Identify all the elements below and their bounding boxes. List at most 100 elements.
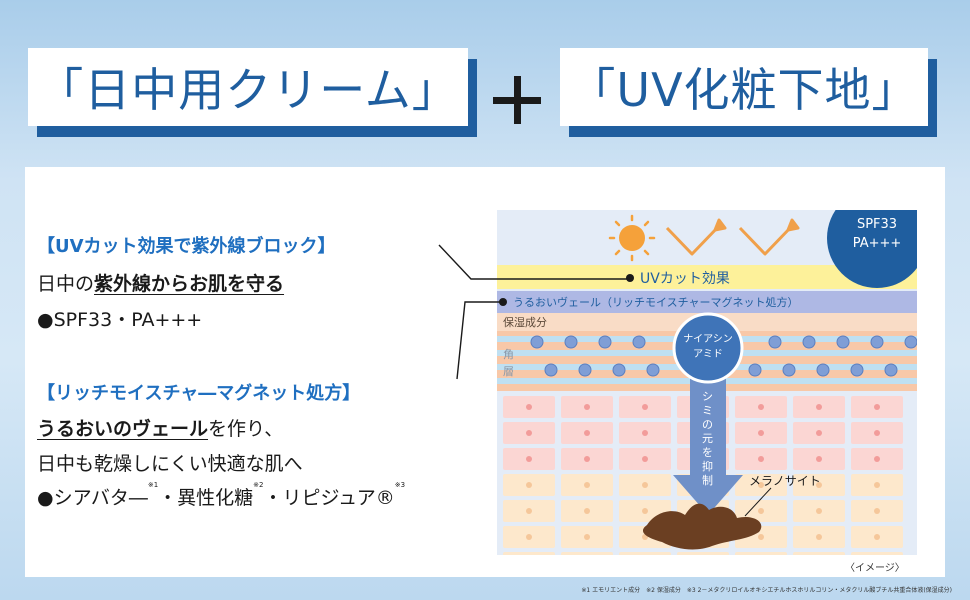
moisture-dot [768, 335, 782, 349]
moisture-dot [884, 363, 898, 377]
melano-pointer [744, 487, 772, 517]
note-mark-1: ※1 [147, 481, 159, 489]
moisture-dot [530, 335, 544, 349]
image-note: 〈イメージ〉 [845, 563, 905, 574]
ingredient-shea: ●シアバタ― [37, 487, 148, 509]
skin-cell [735, 474, 787, 496]
sun-icon [608, 214, 656, 262]
skin-cell [793, 552, 845, 555]
content-panel: 【UVカット効果で紫外線ブロック】 日中の紫外線からお肌を守る ●SPF33・P… [25, 167, 945, 577]
skin-cell [793, 526, 845, 548]
moisture-dot [544, 363, 558, 377]
feature-moist-line1: うるおいのヴェールを作り、 [37, 414, 283, 441]
leader-lines [438, 244, 630, 380]
note-mark-2: ※2 [253, 481, 264, 489]
skin-cell [561, 396, 613, 418]
skin-cell [851, 526, 903, 548]
niacin-line1: ナイアシン [683, 333, 733, 345]
melanocyte-icon [642, 503, 762, 550]
skin-cell [851, 396, 903, 418]
skin-cell [851, 552, 903, 555]
niacinamide-arrow [673, 370, 743, 515]
skin-cell [561, 448, 613, 470]
moisture-dot [836, 335, 850, 349]
headline-daycream: 「日中用クリーム」 [28, 48, 468, 126]
skin-cell [561, 500, 613, 522]
skin-cell [503, 526, 555, 548]
skin-cell [503, 396, 555, 418]
horny-label-1: 角 [503, 348, 514, 361]
skin-cell [619, 422, 671, 444]
headline-uvbase-box: 「UV化粧下地」 [560, 48, 937, 137]
moisture-dot [748, 363, 762, 377]
skin-cell [735, 396, 787, 418]
veil-band [497, 291, 917, 313]
arrow-text: シミの元を抑制 [702, 390, 713, 487]
skin-cell [793, 396, 845, 418]
badge-spf: SPF33 [857, 217, 897, 232]
skin-cell [735, 500, 787, 522]
skin-cell [561, 552, 613, 555]
skin-cell [851, 448, 903, 470]
skin-cell [561, 526, 613, 548]
moisture-dot [632, 335, 646, 349]
skin-cell [793, 500, 845, 522]
skin-cell [503, 474, 555, 496]
moisture-dot [598, 335, 612, 349]
note-mark-3: ※3 [394, 481, 406, 489]
horny-label-2: 層 [503, 365, 514, 378]
moisture-dot [904, 335, 917, 349]
skin-cell [619, 396, 671, 418]
skin-cell [503, 422, 555, 444]
skin-cell [561, 422, 613, 444]
moisture-dots [530, 335, 917, 377]
feature-uv-line1: 日中の紫外線からお肌を守る [37, 269, 284, 296]
skin-cell [735, 448, 787, 470]
skin-cell [793, 448, 845, 470]
moisture-dot [612, 363, 626, 377]
niacinamide-circle [672, 312, 744, 384]
niacin-line2: アミド [693, 349, 723, 360]
skin-cell [503, 552, 555, 555]
skin-cell [619, 474, 671, 496]
skin-cell [793, 474, 845, 496]
spf-badge [827, 210, 917, 288]
skin-cell [851, 500, 903, 522]
skin-cell [851, 422, 903, 444]
skin-cell [735, 552, 787, 555]
feature-uv-line1-prefix: 日中の [37, 273, 95, 295]
feature-moist-ingredients: ●シアバタ―※1・異性化糖※2・リピジュア®※3 [37, 481, 406, 510]
feature-uv-spf: ●SPF33・PA+++ [37, 309, 203, 331]
uv-pointer-dot [626, 274, 634, 282]
moisture-dot [782, 363, 796, 377]
ingredient-sugar: ・異性化糖 [158, 487, 254, 509]
skin-cell [619, 448, 671, 470]
feature-moist-line1-strong: うるおいのヴェール [37, 418, 209, 440]
moisture-dot [646, 363, 660, 377]
uv-ray-icon [665, 218, 800, 256]
feature-moist-title: 【リッチモイスチャ―マグネット処方】 [37, 383, 361, 404]
feature-uv-title: 【UVカット効果で紫外線ブロック】 [37, 236, 336, 257]
headline-daycream-box: 「日中用クリーム」 [28, 48, 477, 137]
veil-label: うるおいヴェール（リッチモイスチャーマグネット処方） [513, 295, 799, 309]
melano-label: メラノサイト [749, 474, 821, 488]
moisture-dot [816, 363, 830, 377]
footnote: ※1 エモリエント成分 ※2 保湿成分 ※3 2－メタクリロイルオキシエチルホス… [581, 587, 952, 594]
skin-cell [851, 474, 903, 496]
feature-moist-line1-suffix: を作り、 [208, 418, 284, 440]
skin-cell [793, 422, 845, 444]
headline-uvbase: 「UV化粧下地」 [560, 48, 928, 126]
moisture-dot [564, 335, 578, 349]
skin-cell [677, 552, 729, 555]
ingredient-lipidure: ・リピジュア® [263, 487, 395, 509]
badge-pa: PA+++ [853, 236, 902, 251]
uv-label: UVカット効果 [640, 271, 730, 287]
skin-cell [561, 474, 613, 496]
skin-cell [503, 448, 555, 470]
moisture-dot [578, 363, 592, 377]
feature-moist-line2: 日中も乾燥しにくい快適な肌へ [37, 453, 303, 475]
moisture-dot [870, 335, 884, 349]
skin-cell [503, 500, 555, 522]
plus-icon [493, 76, 541, 124]
moisture-dot [802, 335, 816, 349]
